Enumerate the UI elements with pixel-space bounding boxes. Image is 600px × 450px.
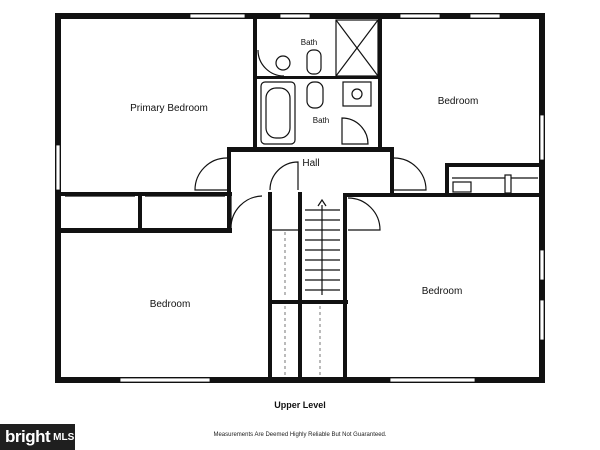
window — [389, 377, 476, 383]
room-label-bedroom-se: Bedroom — [422, 286, 463, 297]
door-swing — [269, 161, 299, 191]
window — [55, 144, 61, 191]
room-label-bedroom-ne: Bedroom — [438, 96, 479, 107]
toilet — [306, 81, 324, 109]
window — [539, 299, 545, 341]
window — [119, 377, 211, 383]
interior-wall — [268, 300, 348, 304]
sink — [351, 88, 363, 100]
sink — [275, 55, 291, 71]
window — [469, 13, 501, 19]
window — [539, 114, 545, 161]
window — [279, 13, 311, 19]
watermark-brand: bright — [5, 427, 51, 446]
closet-shelf — [504, 174, 512, 194]
floor-plan: Primary Bedroom Bath Bath Bedroom Hall B… — [55, 13, 545, 383]
window — [189, 13, 246, 19]
watermark-logo: bright MLS — [0, 424, 75, 450]
interior-wall — [343, 193, 347, 383]
interior-wall — [60, 228, 232, 233]
room-label-bath-top: Bath — [301, 38, 317, 47]
disclaimer: Measurements Are Deemed Highly Reliable … — [213, 432, 387, 438]
bathtub-basin — [265, 87, 291, 139]
door-swing — [393, 157, 427, 191]
interior-wall — [445, 163, 543, 167]
interior-wall — [378, 18, 382, 148]
interior-wall — [227, 147, 394, 152]
interior-wall — [227, 192, 231, 232]
toilet — [306, 49, 322, 75]
exterior-wall-west — [55, 13, 61, 383]
room-label-hall: Hall — [302, 158, 319, 169]
interior-wall — [253, 18, 257, 148]
interior-wall — [268, 192, 272, 382]
level-label: Upper Level — [274, 400, 326, 410]
room-label-primary-bedroom: Primary Bedroom — [130, 103, 208, 114]
interior-wall — [390, 147, 394, 197]
interior-wall — [445, 163, 449, 196]
door-swing — [341, 117, 369, 145]
room-label-bath-bottom: Bath — [313, 116, 329, 125]
window — [399, 13, 441, 19]
door-swing — [194, 157, 228, 191]
room-label-bedroom-sw: Bedroom — [150, 299, 191, 310]
closet-shelf — [452, 181, 472, 193]
interior-wall — [60, 192, 232, 196]
interior-wall — [343, 193, 543, 197]
door-swing — [347, 197, 381, 231]
interior-wall — [138, 195, 142, 231]
window — [539, 249, 545, 281]
interior-wall — [253, 76, 381, 79]
watermark-suffix: MLS — [53, 431, 75, 443]
exterior-wall-east — [539, 13, 545, 383]
interior-wall — [227, 147, 231, 192]
shower-mark — [335, 19, 379, 77]
staircase — [305, 198, 340, 295]
door-swing — [230, 195, 263, 229]
door-swing — [257, 49, 285, 77]
interior-wall — [298, 192, 302, 382]
